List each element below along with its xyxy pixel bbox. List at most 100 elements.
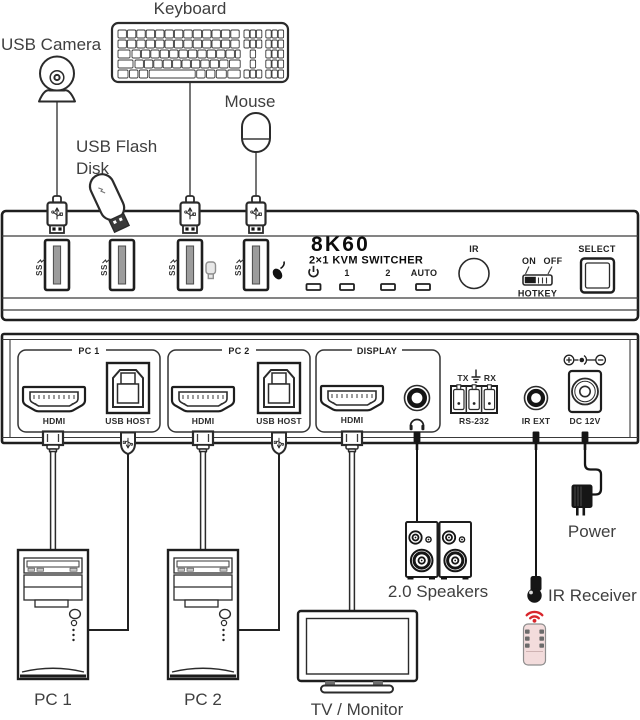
hotkey-on-label: ON <box>522 256 536 266</box>
ir-label: IR <box>469 244 479 254</box>
rear-section-pc2: PC 2 HDMI USB HOST <box>167 344 311 433</box>
select-button[interactable]: SELECT <box>578 244 616 294</box>
remote-control-illustration <box>522 623 547 666</box>
camera-lens <box>49 69 65 86</box>
tv-hdmi-cable <box>348 450 356 613</box>
front-usb-port-3 <box>176 238 204 292</box>
pc1-usb-plug <box>121 433 135 455</box>
model-subtitle: 2×1 KVM SWITCHER <box>309 255 423 267</box>
pc1-hdmi-cable <box>49 450 57 552</box>
audio-jack <box>403 384 431 412</box>
svg-text:SS: SS <box>234 264 243 276</box>
pc1-usb-host-label: USB HOST <box>105 416 151 426</box>
pc2-label: PC 2 <box>184 690 222 709</box>
front-usb-port-4 <box>242 238 270 292</box>
model-name: 8K60 <box>311 233 370 256</box>
display-hdmi-port <box>319 384 385 412</box>
speakers-label: 2.0 Speakers <box>388 582 488 601</box>
select-label: SELECT <box>578 244 616 254</box>
pc2-hdmi-plug <box>191 430 215 454</box>
usb-superspeed-icon: SS <box>100 258 111 276</box>
hotkey-switch[interactable]: ON OFF HOTKEY <box>518 256 563 299</box>
pc2-hdmi-cable <box>199 450 207 552</box>
rs232-terminal: TX RX RS-232 <box>450 369 498 426</box>
led-auto <box>415 283 431 291</box>
pc1-hdmi-plug <box>41 430 65 454</box>
svg-text:SS: SS <box>100 264 109 276</box>
rear-cables <box>41 430 603 631</box>
pc1-label: PC 1 <box>34 690 72 709</box>
keyboard-illustration <box>110 21 290 84</box>
ir-ext-label: IR EXT <box>522 416 551 426</box>
mouse-usb-plug <box>247 196 266 233</box>
speakers-illustration <box>404 520 473 581</box>
usb-superspeed-icon: SS <box>168 258 179 276</box>
usb-flash-disk-illustration <box>88 173 131 234</box>
device-cables <box>56 82 257 196</box>
power-cable <box>583 442 603 496</box>
section-title-display: DISPLAY <box>357 346 397 356</box>
led-indicators: 1 2 AUTO <box>305 265 438 291</box>
tv-monitor-illustration <box>296 609 419 694</box>
usb-superspeed-icon: SS <box>234 258 245 276</box>
mouse-illustration <box>241 112 271 153</box>
usb-camera-label: USB Camera <box>1 35 102 54</box>
pc2-usb-plug <box>272 433 286 455</box>
section-title-pc1: PC 1 <box>78 346 99 356</box>
flash-disk-icon <box>205 261 217 280</box>
pc1-usb-host-port <box>105 361 151 415</box>
tv-screen <box>305 617 410 675</box>
ir-receiver-label: IR Receiver <box>548 586 637 605</box>
usb-flash-disk-label-line1: USB Flash <box>76 137 157 156</box>
tv-hdmi-plug <box>340 430 364 454</box>
power-led <box>305 283 322 291</box>
keyboard-label: Keyboard <box>154 0 227 18</box>
ir-ext-jack: IR EXT <box>522 385 551 426</box>
power-label: Power <box>568 522 617 541</box>
power-adapter-illustration <box>571 484 593 516</box>
led-1 <box>339 283 355 291</box>
dc-polarity-icon <box>563 354 607 366</box>
front-usb-port-2 <box>108 238 136 292</box>
rs232-label: RS-232 <box>459 416 489 426</box>
rs232-tx-label: TX <box>457 373 468 383</box>
pc2-tower <box>166 548 240 681</box>
rs232-rx-label: RX <box>484 373 496 383</box>
pc2-usb-host-port <box>256 361 302 415</box>
usb-superspeed-icon: SS <box>35 258 46 276</box>
tv-monitor-label: TV / Monitor <box>311 700 404 719</box>
section-title-pc2: PC 2 <box>228 346 249 356</box>
headphones-icon <box>409 418 425 431</box>
front-usb-port-1 <box>43 238 71 292</box>
pc2-usb-cable <box>239 454 280 631</box>
camera-usb-plug <box>48 196 67 233</box>
usb-camera-illustration <box>38 55 76 103</box>
pc1-tower <box>16 548 90 681</box>
pc2-hdmi-label: HDMI <box>192 416 215 426</box>
dc-12v-label: DC 12V <box>570 416 601 426</box>
ir-window <box>458 257 490 290</box>
pc2-hdmi-port <box>170 385 236 413</box>
pc1-usb-cable <box>89 454 129 631</box>
ir-receiver-illustration <box>527 576 542 603</box>
pc2-usb-host-label: USB HOST <box>256 416 302 426</box>
mouse-icon <box>272 261 285 280</box>
keyboard-keys <box>117 29 285 79</box>
pc1-hdmi-port <box>21 385 87 413</box>
hotkey-switch-knob[interactable] <box>524 276 536 284</box>
kvm-rear-panel: PC 1 HDMI USB HOST PC 2 HDMI USB HOST DI… <box>0 332 640 445</box>
led-label-1: 1 <box>344 268 349 278</box>
led-label-2: 2 <box>385 268 390 278</box>
power-icon <box>308 265 319 278</box>
speaker-plug <box>413 431 421 450</box>
dc-power-jack: DC 12V <box>563 354 607 426</box>
led-label-auto: AUTO <box>411 268 438 278</box>
ground-icon <box>471 369 481 383</box>
ir-ext-plug <box>532 431 540 450</box>
pc1-hdmi-label: HDMI <box>43 416 66 426</box>
mouse-label: Mouse <box>224 92 275 111</box>
led-2 <box>380 283 396 291</box>
ir-signal-icon <box>525 610 544 623</box>
